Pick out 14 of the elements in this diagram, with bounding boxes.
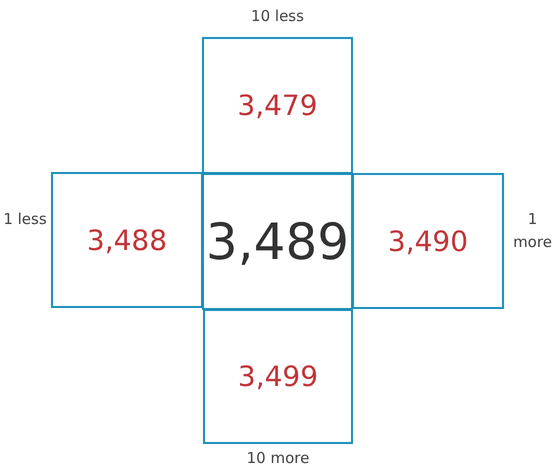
direction-label: 10 less xyxy=(250,6,305,27)
number-text: 3,490 xyxy=(388,224,468,258)
number-text: 3,489 xyxy=(206,212,350,270)
number-box xyxy=(352,173,504,309)
direction-label: 10 more xyxy=(246,448,310,469)
number-box xyxy=(202,37,353,174)
number-box xyxy=(203,309,353,444)
direction-label: 1 less xyxy=(2,209,48,230)
number-box xyxy=(51,172,203,308)
number-text: 3,499 xyxy=(238,360,318,393)
number-text: 3,479 xyxy=(237,89,318,122)
number-box xyxy=(202,173,353,310)
direction-label: 1 more xyxy=(512,209,553,252)
number-text: 3,488 xyxy=(86,224,168,256)
